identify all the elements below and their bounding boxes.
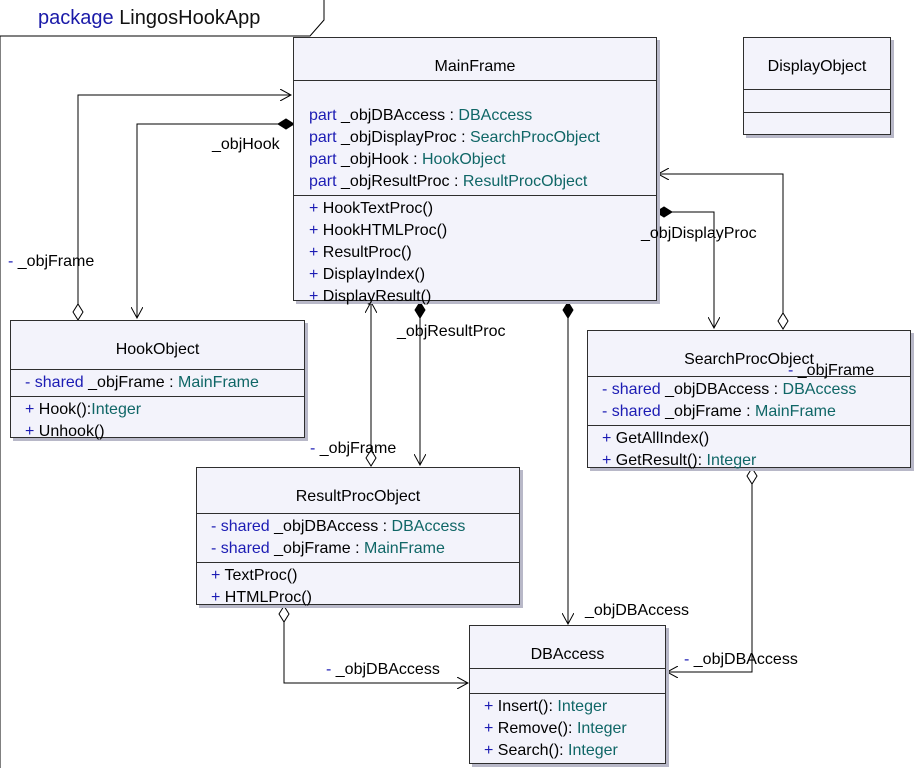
attributes-section: - shared _objDBAccess : DBAccess - share… xyxy=(588,377,910,426)
attributes-section: - shared _objDBAccess : DBAccess - share… xyxy=(197,514,519,563)
assoc-main-objhook xyxy=(137,118,295,318)
edge-label-hook-objframe: - _objFrame xyxy=(8,253,95,270)
attribute-row: - shared _objFrame : MainFrame xyxy=(211,540,445,557)
assoc-hook-objframe xyxy=(72,95,291,321)
operations-section: + HookTextProc() + HookHTMLProc() + Resu… xyxy=(294,196,656,310)
assoc-result-objdbaccess xyxy=(278,605,468,683)
operation-row: + Unhook() xyxy=(25,423,105,440)
assoc-search-objframe xyxy=(658,174,789,330)
operation-row: + Insert(): Integer xyxy=(484,698,608,715)
attribute-row: - shared _objDBAccess : DBAccess xyxy=(211,518,466,535)
class-name: SearchProcObject xyxy=(588,331,910,377)
class-name: HookObject xyxy=(11,321,304,370)
edge-label-result-objframe: - _objFrame xyxy=(310,440,397,457)
operation-row: + HookHTMLProc() xyxy=(309,222,448,239)
class-name: DisplayObject xyxy=(744,38,890,90)
operations-section: + TextProc() + HTMLProc() xyxy=(197,563,519,611)
package-keyword: package xyxy=(38,7,114,29)
attribute-row: - shared _objFrame : MainFrame xyxy=(602,403,836,420)
class-displayobject[interactable]: DisplayObject xyxy=(743,37,891,135)
operation-row: + GetAllIndex() xyxy=(602,430,710,447)
operation-row: + Hook():Integer xyxy=(25,401,142,418)
assoc-search-objdbaccess xyxy=(667,467,758,672)
operation-row: + HookTextProc() xyxy=(309,200,434,217)
class-searchprocobject[interactable]: SearchProcObject - shared _objDBAccess :… xyxy=(587,330,911,469)
attribute-row: part _objDisplayProc : SearchProcObject xyxy=(309,129,600,146)
edge-label-search-objframe: - _objFrame xyxy=(788,362,875,379)
assoc-main-objresultproc xyxy=(415,301,425,465)
edge-label-objhook: _objHook xyxy=(212,136,280,153)
assoc-main-objdisplayproc xyxy=(655,206,714,328)
operation-row: + DisplayIndex() xyxy=(309,266,426,283)
class-resultprocobject[interactable]: ResultProcObject - shared _objDBAccess :… xyxy=(196,467,520,606)
attributes-section: - shared _objFrame : MainFrame xyxy=(11,370,304,397)
operation-row: + HTMLProc() xyxy=(211,589,312,606)
edge-label-search-objdbaccess: - _objDBAccess xyxy=(684,651,798,668)
class-name: MainFrame xyxy=(294,38,656,81)
assoc-main-objdbaccess xyxy=(563,301,573,624)
class-mainframe[interactable]: MainFrame part _objDBAccess : DBAccess p… xyxy=(293,37,657,305)
attributes-section xyxy=(470,669,665,694)
package-frame xyxy=(0,0,325,768)
assoc-result-objframe xyxy=(366,302,376,467)
edge-label-result-objdbaccess: - _objDBAccess xyxy=(326,661,440,678)
attribute-row: part _objDBAccess : DBAccess xyxy=(309,107,533,124)
operation-row: + TextProc() xyxy=(211,567,298,584)
attribute-row: part _objResultProc : ResultProcObject xyxy=(309,173,588,190)
operations-section: + Insert(): Integer + Remove(): Integer … xyxy=(470,694,665,764)
operation-row: + Remove(): Integer xyxy=(484,720,627,737)
operations-section xyxy=(744,113,890,135)
attribute-row: part _objHook : HookObject xyxy=(309,151,506,168)
class-dbaccess[interactable]: DBAccess + Insert(): Integer + Remove():… xyxy=(469,625,666,764)
operations-section: + Hook():Integer + Unhook() xyxy=(11,397,304,445)
attributes-section xyxy=(744,90,890,113)
edge-label-main-objdbaccess: _objDBAccess xyxy=(585,602,690,619)
operation-row: + Search(): Integer xyxy=(484,742,618,759)
attribute-row: - shared _objFrame : MainFrame xyxy=(25,374,259,391)
class-name: DBAccess xyxy=(470,626,665,669)
attributes-section: part _objDBAccess : DBAccess part _objDi… xyxy=(294,81,656,196)
edge-label-objresultproc: _objResultProc xyxy=(397,323,506,340)
operation-row: + ResultProc() xyxy=(309,244,412,261)
operation-row: + GetResult(): Integer xyxy=(602,452,757,469)
edge-label-objdisplayproc: _objDisplayProc xyxy=(641,225,757,242)
class-hookobject[interactable]: HookObject - shared _objFrame : MainFram… xyxy=(10,320,305,440)
package-title: package LingosHookApp xyxy=(38,7,260,30)
attribute-row: - shared _objDBAccess : DBAccess xyxy=(602,381,857,398)
operation-row: + DisplayResult() xyxy=(309,288,432,305)
package-name: LingosHookApp xyxy=(119,7,261,29)
class-name: ResultProcObject xyxy=(197,468,519,514)
operations-section: + GetAllIndex() + GetResult(): Integer xyxy=(588,426,910,474)
